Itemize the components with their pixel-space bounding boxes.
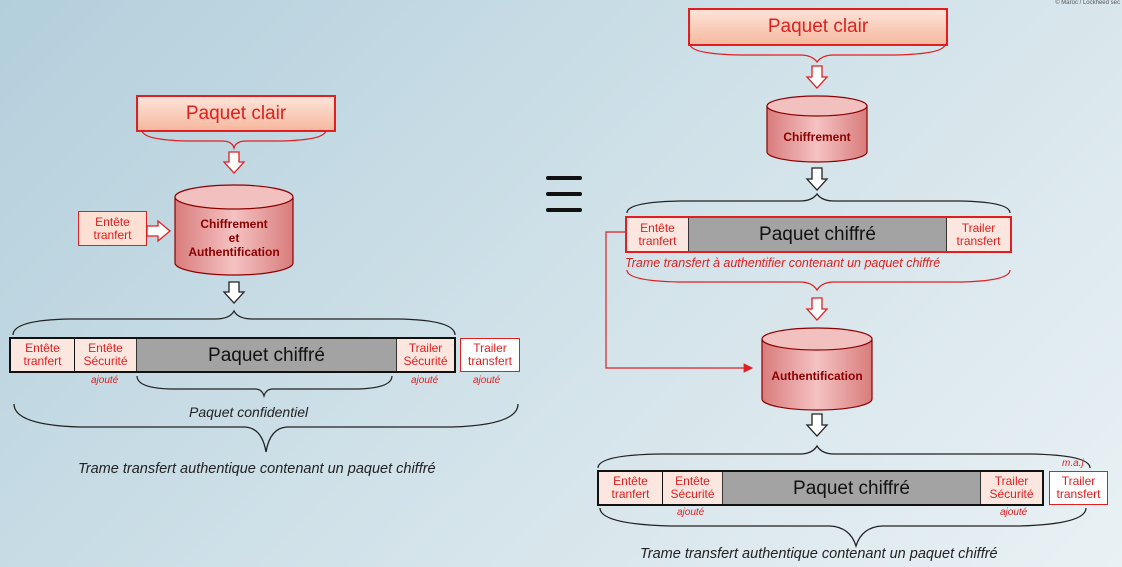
right-arrow-down-2: [805, 167, 829, 191]
left-paquet-clair-box: Paquet clair: [136, 95, 336, 132]
right-frame2-bottom-brace: [599, 507, 1087, 549]
copyright-text: © Maroc / Lockheed sec: [1055, 0, 1120, 6]
right-bottom-cylinder-label: Authentification: [771, 369, 863, 383]
left-paquet-confidentiel: Paquet confidentiel: [189, 404, 309, 420]
left-caption: Trame transfert authentique contenant un…: [78, 461, 436, 477]
left-arrow-down-2: [222, 281, 246, 304]
left-cylinder-label: Chiffrement et Authentification: [188, 217, 280, 259]
right-bottom-cylinder-icon: [761, 327, 873, 411]
right-frame1-caption: Trame transfert à authentifier contenant…: [625, 256, 941, 270]
right-top-cylinder-label: Chiffrement: [783, 130, 851, 144]
right-frame2-entete-securite: Entête Sécurité: [663, 472, 723, 504]
left-inner-brace: [136, 375, 393, 399]
right-paquet-clair-box: Paquet clair: [688, 8, 948, 46]
right-top-brace: [689, 43, 946, 64]
right-frame1: Entête tranfert Paquet chiffré Trailer t…: [625, 216, 1012, 253]
right-ajoute-label-1: ajouté: [677, 507, 705, 518]
left-entete-transfert-box: Entête tranfert: [78, 211, 147, 246]
right-frame1-entete-transfert: Entête tranfert: [627, 218, 689, 251]
equivalence-icon: [546, 176, 582, 212]
right-frame1-trailer-transfert: Trailer transfert: [947, 218, 1010, 251]
left-ajoute-label-1: ajouté: [91, 375, 119, 386]
right-arrow-down-1: [805, 65, 829, 89]
left-frame: Entête tranfert Entête Sécurité Paquet c…: [9, 337, 456, 373]
left-frame-entete-securite: Entête Sécurité: [75, 339, 137, 371]
left-frame-paquet-chiffre: Paquet chiffré: [137, 339, 397, 371]
right-frame2-paquet-chiffre: Paquet chiffré: [723, 472, 981, 504]
right-frame1-bottom-brace: [626, 269, 1011, 292]
left-arrow-down-1: [222, 151, 246, 174]
right-frame1-paquet-chiffre: Paquet chiffré: [689, 218, 947, 251]
right-auth-connector: [605, 231, 754, 373]
right-ajoute-label-2: ajouté: [1000, 507, 1028, 518]
right-top-cylinder-icon: [766, 95, 868, 163]
right-caption: Trame transfert authentique contenant un…: [640, 546, 998, 562]
right-arrow-down-3: [805, 297, 829, 321]
right-frame1-top-brace: [626, 192, 1011, 214]
left-frame-top-brace: [12, 309, 456, 336]
left-top-brace: [141, 129, 327, 151]
left-ajoute-label-2: ajouté: [411, 375, 439, 386]
right-frame2-trailer-securite: Trailer Sécurité: [981, 472, 1042, 504]
right-maj-label: m.a.j: [1062, 458, 1084, 469]
left-arrow-right: [146, 219, 172, 243]
right-frame2-entete-transfert: Entête tranfert: [599, 472, 663, 504]
left-bottom-brace: [13, 403, 519, 453]
right-arrow-down-4: [805, 413, 829, 437]
left-ajoute-label-3: ajouté: [473, 375, 501, 386]
left-trailer-transfert-box: Trailer transfert: [460, 338, 520, 372]
right-frame2-top-brace: [597, 444, 1091, 469]
left-frame-entete-transfert: Entête tranfert: [11, 339, 75, 371]
right-frame2: Entête tranfert Entête Sécurité Paquet c…: [597, 470, 1044, 506]
right-trailer-transfert-box: Trailer transfert: [1049, 471, 1108, 505]
left-cylinder-icon: [174, 184, 294, 276]
left-frame-trailer-securite: Trailer Sécurité: [397, 339, 454, 371]
